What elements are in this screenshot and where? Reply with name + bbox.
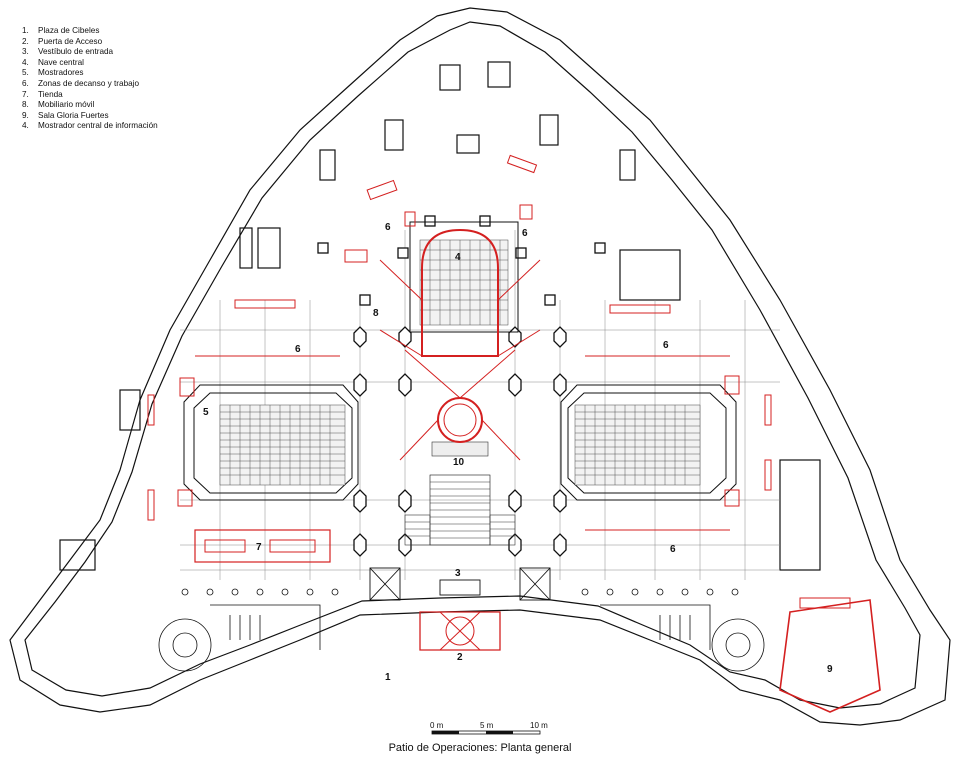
label-door: 2 (457, 652, 463, 663)
label-rest-area-e: 6 (663, 340, 669, 351)
legend: 1.Plaza de Cibeles 2.Puerta de Acceso 3.… (22, 26, 158, 132)
scale-0: 0 m (430, 721, 444, 730)
label-counters: 5 (203, 407, 209, 418)
legend-item: 1.Plaza de Cibeles (22, 26, 100, 35)
label-plaza: 1 (385, 672, 391, 683)
facade-columns (181, 588, 739, 596)
nave-grid (409, 221, 519, 333)
label-rest-area-ne: 6 (522, 228, 528, 239)
legend-item: 5.Mostradores (22, 68, 84, 78)
legend-item: 8.Mobiliario móvil (22, 100, 95, 110)
label-mobile-furniture: 8 (373, 308, 379, 319)
plan-labels: 1 2 3 4 5 6 6 6 6 6 7 8 9 10 (203, 222, 833, 683)
elevators (369, 567, 551, 601)
legend-item: 9.Sala Gloria Fuertes (22, 110, 109, 120)
red-interventions (147, 154, 881, 713)
label-rest-area-w: 6 (295, 344, 301, 355)
legend-item: 6.Zonas de decanso y trabajo (22, 78, 140, 88)
plan-caption: Patio de Operaciones: Planta general (388, 742, 572, 754)
label-gloria-fuertes: 9 (827, 664, 833, 675)
scale-bar: 0 m 5 m 10 m (430, 721, 548, 735)
label-shop: 7 (256, 542, 262, 553)
spiral-stairs (158, 604, 765, 672)
legend-item: 2.Puerta de Acceso (22, 36, 103, 46)
legend-item: 7.Tienda (22, 89, 63, 99)
left-counter-hall (183, 384, 359, 501)
main-staircase (404, 441, 516, 546)
left-counter-grid (219, 404, 346, 486)
label-vestibule: 3 (455, 568, 461, 579)
right-counter-grid (574, 404, 701, 486)
building-outline (9, 7, 951, 726)
legend-item: 4.Nave central (22, 57, 84, 67)
legend-item: 3.Vestíbulo de entrada (22, 47, 114, 57)
label-nave: 4 (455, 252, 461, 263)
legend-item: 4.Mostrador central de información (22, 121, 158, 131)
label-rest-area-nw: 6 (385, 222, 391, 233)
label-rest-area-se: 6 (670, 544, 676, 555)
scale-10: 10 m (530, 721, 548, 730)
scale-5: 5 m (480, 721, 494, 730)
label-info-desk: 10 (453, 457, 465, 468)
